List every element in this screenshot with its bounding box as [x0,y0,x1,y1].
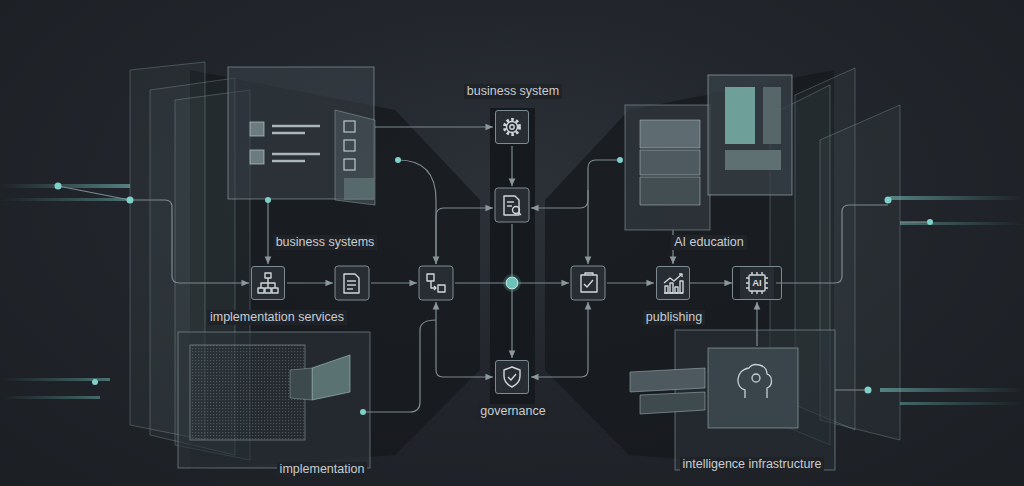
node-label: governance [477,404,548,419]
chip-text: AI [733,267,781,299]
edge-connector [690,282,732,283]
section-label: intelligence infrastructure [680,457,825,472]
node-label: implementation services [207,310,347,325]
node-label: business system [464,84,562,99]
node-label: publishing [643,310,705,325]
section-label: implementation [277,462,368,477]
ai-chip-box: AI [732,266,782,300]
section-label: AI education [671,235,747,250]
gear-icon-box: business system [495,110,529,144]
shield-icon-box: governance [495,360,529,394]
org-chart-icon-box: implementation services [251,266,285,300]
chart-icon-box: publishing [656,266,690,300]
section-label: business systems [273,235,378,250]
